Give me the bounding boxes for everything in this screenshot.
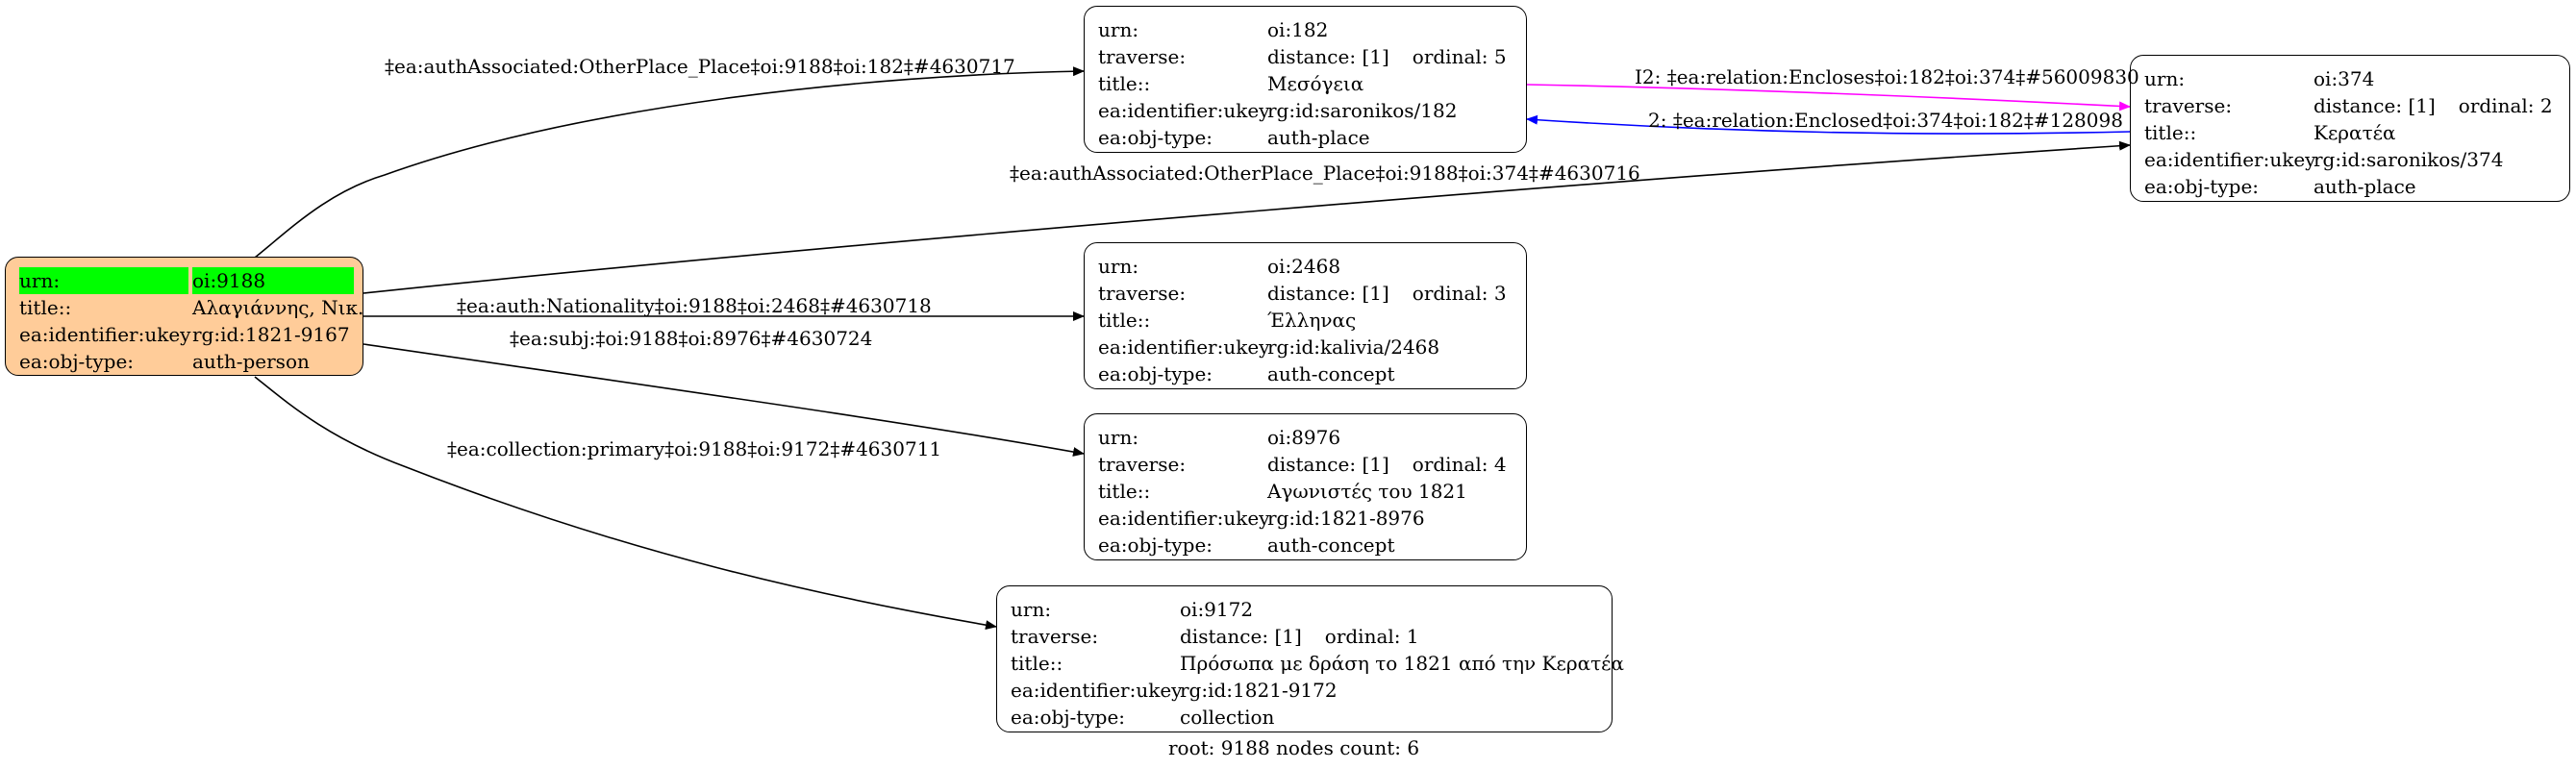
- value-distance: distance: [1]: [1267, 453, 1389, 476]
- edge-root-to-374: [363, 140, 2131, 294]
- value-urn: oi:374: [2313, 67, 2375, 90]
- key-traverse: traverse:: [1011, 625, 1099, 648]
- key-urn: urn:: [2144, 67, 2186, 90]
- edge-label-root-8976: ‡ea:subj:‡oi:9188‡oi:8976‡#4630724: [510, 327, 873, 350]
- value-ordinal: ordinal: 1: [1324, 625, 1419, 648]
- value-objtype: auth-place: [1267, 126, 1370, 149]
- node-oi-9172[interactable]: urn: oi:9172 traverse: distance: [1] ordina…: [996, 585, 1624, 732]
- value-objtype: auth-concept: [1267, 362, 1395, 385]
- value-objtype: auth-place: [2313, 175, 2416, 198]
- key-urn: urn:: [1098, 255, 1139, 278]
- key-ukey: ea:identifier:ukey: [1098, 507, 1270, 530]
- edge-enclosed-374-to-182: [1526, 114, 2131, 135]
- key-traverse: traverse:: [1098, 282, 1187, 305]
- key-title: title::: [1098, 480, 1151, 503]
- key-urn: urn:: [1098, 426, 1139, 449]
- value-objtype: collection: [1180, 706, 1275, 729]
- node-oi-374[interactable]: urn: oi:374 traverse: distance: [1] ordinal…: [2130, 55, 2570, 202]
- key-ukey: ea:identifier:ukey: [1011, 679, 1183, 702]
- value-ordinal: ordinal: 2: [2458, 94, 2553, 117]
- value-ordinal: ordinal: 5: [1412, 45, 1507, 68]
- value-distance: distance: [1]: [1267, 282, 1389, 305]
- key-traverse: traverse:: [1098, 453, 1187, 476]
- root-title-value: Αλαγιάννης, Νικ.: [192, 296, 364, 319]
- key-objtype: ea:obj-type:: [1098, 126, 1213, 149]
- value-urn: oi:8976: [1267, 426, 1341, 449]
- edge-label-root-9172: ‡ea:collection:primary‡oi:9188‡oi:9172‡#…: [447, 437, 942, 460]
- value-title: Κερατέα: [2313, 121, 2396, 144]
- value-ordinal: ordinal: 3: [1412, 282, 1507, 305]
- value-distance: distance: [1]: [2313, 94, 2436, 117]
- node-oi-182[interactable]: urn: oi:182 traverse: distance: [1] ordinal…: [1084, 6, 1527, 153]
- key-ukey: ea:identifier:ukey: [2144, 148, 2316, 171]
- graph-footer: root: 9188 nodes count: 6: [1168, 736, 1420, 759]
- key-title: title::: [1011, 652, 1063, 675]
- node-oi-8976[interactable]: urn: oi:8976 traverse: distance: [1] ordina…: [1084, 413, 1527, 560]
- value-objtype: auth-concept: [1267, 533, 1395, 557]
- value-distance: distance: [1]: [1180, 625, 1302, 648]
- key-title: title::: [1098, 72, 1151, 95]
- edge-encloses-182-to-374: [1526, 84, 2131, 112]
- node-row-urn: urn: oi:9188: [19, 267, 354, 294]
- node-root-oi-9188[interactable]: urn: oi:9188 title:: Αλαγιάννης, Νικ. ea…: [5, 257, 363, 376]
- key-ukey: ea:identifier:ukey: [1098, 99, 1270, 122]
- value-urn: oi:182: [1267, 18, 1329, 41]
- root-title-key: title::: [19, 296, 72, 319]
- value-title: Αγωνιστές του 1821: [1267, 480, 1467, 503]
- node-row-objtype: ea:obj-type: auth-person: [19, 348, 349, 375]
- edge-label-root-374: ‡ea:authAssociated:OtherPlace_Place‡oi:9…: [1010, 161, 1640, 185]
- root-objtype-value: auth-person: [192, 350, 310, 373]
- root-objtype-key: ea:obj-type:: [19, 350, 135, 373]
- key-title: title::: [2144, 121, 2197, 144]
- key-objtype: ea:obj-type:: [1098, 533, 1213, 557]
- edge-label-enclosed: 2: ‡ea:relation:Enclosed‡oi:374‡oi:182‡#…: [1648, 109, 2123, 132]
- root-ukey-key: ea:identifier:ukey: [19, 323, 191, 346]
- key-traverse: traverse:: [1098, 45, 1187, 68]
- value-title: Πρόσωπα με δράση το 1821 από την Κερατέα: [1180, 652, 1625, 675]
- root-ukey-value: rg:id:1821-9167: [192, 323, 350, 346]
- value-title: Μεσόγεια: [1267, 72, 1364, 95]
- root-urn-value: oi:9188: [192, 267, 354, 294]
- edge-label-root-182: ‡ea:authAssociated:OtherPlace_Place‡oi:9…: [385, 55, 1015, 78]
- node-row-ukey: ea:identifier:ukey rg:id:1821-9167: [19, 321, 350, 348]
- key-title: title::: [1098, 309, 1151, 332]
- node-oi-2468[interactable]: urn: oi:2468 traverse: distance: [1] ordina…: [1084, 242, 1527, 389]
- edge-label-root-2468: ‡ea:auth:Nationality‡oi:9188‡oi:2468‡#46…: [457, 294, 932, 317]
- value-ukey: rg:id:kalivia/2468: [1267, 335, 1440, 359]
- edge-label-encloses: I2: ‡ea:relation:Encloses‡oi:182‡oi:374‡…: [1635, 65, 2139, 88]
- key-ukey: ea:identifier:ukey: [1098, 335, 1270, 359]
- key-traverse: traverse:: [2144, 94, 2233, 117]
- edge-root-to-8976: [363, 343, 1085, 457]
- key-objtype: ea:obj-type:: [2144, 175, 2260, 198]
- value-ukey: rg:id:1821-9172: [1180, 679, 1338, 702]
- value-ukey: rg:id:1821-8976: [1267, 507, 1425, 530]
- key-urn: urn:: [1098, 18, 1139, 41]
- key-urn: urn:: [1011, 598, 1052, 621]
- value-urn: oi:9172: [1180, 598, 1254, 621]
- value-distance: distance: [1]: [1267, 45, 1389, 68]
- value-urn: oi:2468: [1267, 255, 1341, 278]
- root-urn-key: urn:: [19, 267, 188, 294]
- edge-root-to-9172: [254, 376, 997, 631]
- edge-root-to-182: [254, 66, 1085, 259]
- value-ukey: rg:id:saronikos/182: [1267, 99, 1458, 122]
- node-row-title: title:: Αλαγιάννης, Νικ.: [19, 294, 363, 321]
- value-ukey: rg:id:saronikos/374: [2313, 148, 2504, 171]
- value-title: Έλληνας: [1267, 309, 1357, 332]
- key-objtype: ea:obj-type:: [1098, 362, 1213, 385]
- key-objtype: ea:obj-type:: [1011, 706, 1126, 729]
- value-ordinal: ordinal: 4: [1412, 453, 1507, 476]
